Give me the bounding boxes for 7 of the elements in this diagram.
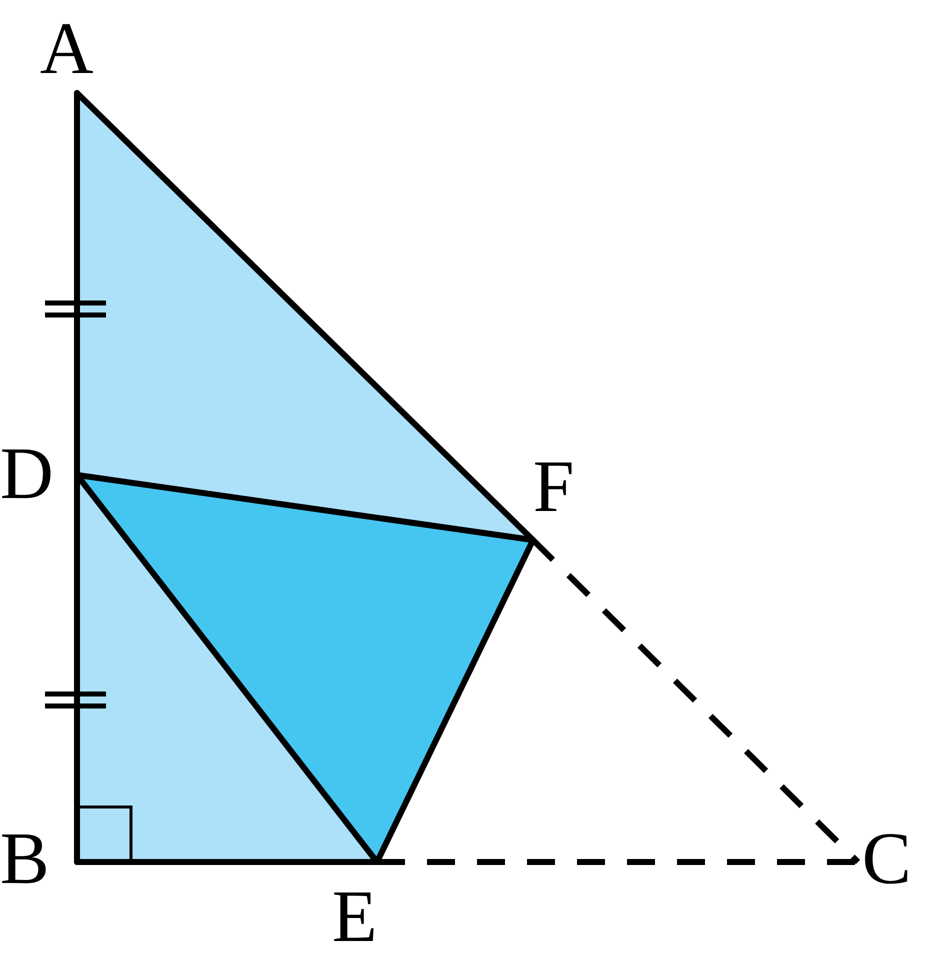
- dashed-line: [377, 859, 858, 865]
- vertex-label: E: [332, 880, 378, 954]
- vertex-label: B: [0, 822, 50, 896]
- vertex-label: D: [0, 437, 54, 511]
- vertex-label: F: [533, 450, 574, 524]
- vertex-label: C: [862, 822, 912, 896]
- vertex-label: A: [40, 12, 94, 86]
